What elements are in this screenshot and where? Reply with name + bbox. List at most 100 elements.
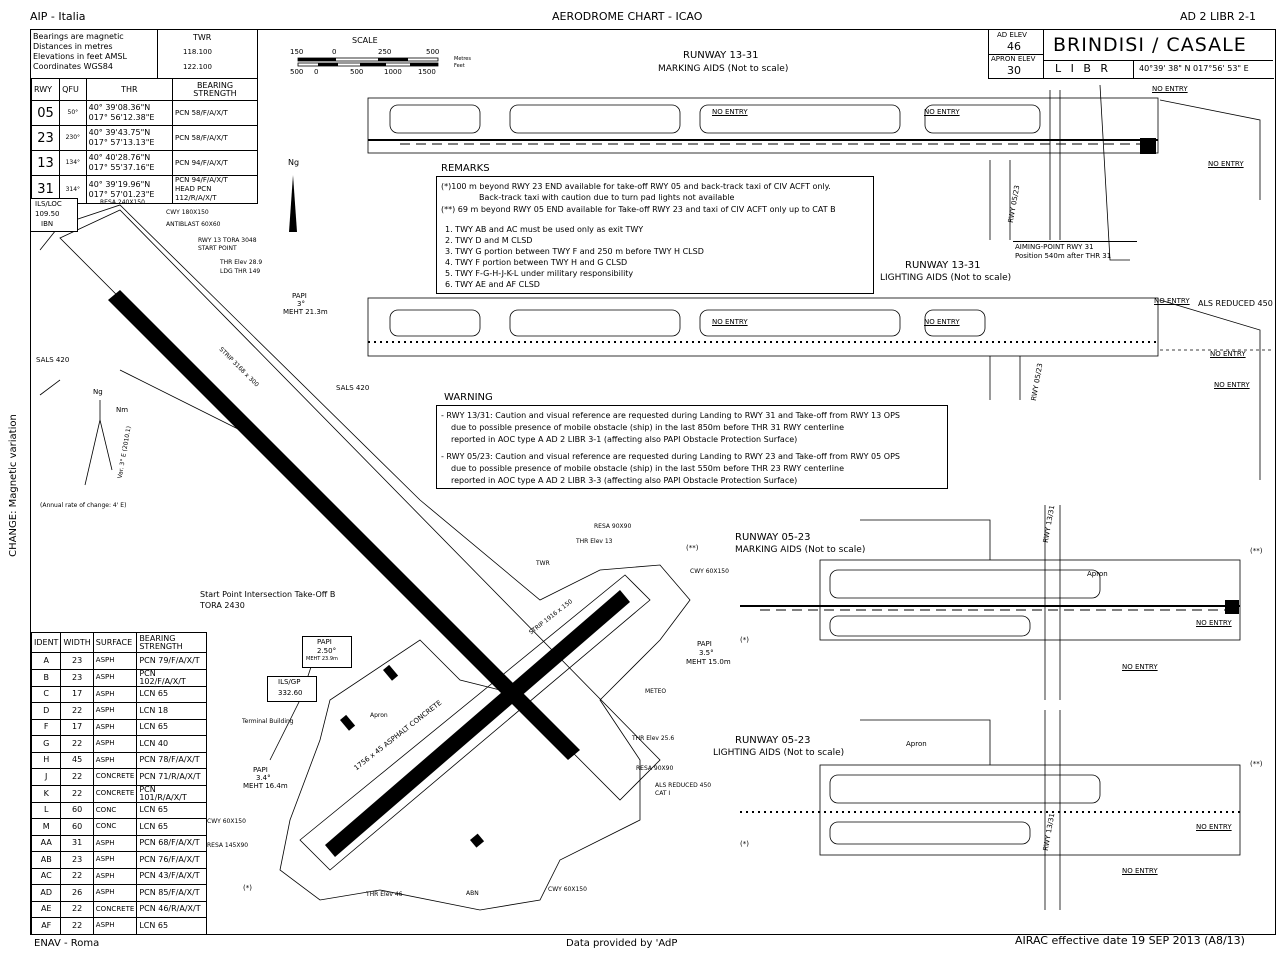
taxiway-cell: 23 (60, 668, 94, 687)
rwy-strength: PCN 58/F/A/X/T (175, 108, 228, 117)
start-point-b-label: Start Point Intersection Take-Off B (200, 590, 336, 599)
taxiway-cell: 22 (60, 917, 94, 935)
papi-meht: MEHT 16.4m (243, 782, 288, 790)
warning-box: - RWY 13/31: Caution and visual referenc… (436, 405, 948, 489)
papi-meht: MEHT 15.0m (686, 658, 731, 666)
taxiway-cell: 60 (60, 818, 94, 836)
scale-tick: 1500 (418, 68, 436, 76)
taxiway-cell: K (30, 784, 62, 803)
rwy-thr-lat: 40° 40'28.76"N (88, 153, 151, 162)
cwy-180-label: CWY 180X150 (166, 209, 209, 216)
thr-elev-label: THR Elev 28.9 (220, 259, 263, 266)
aerodrome-name: BRINDISI / CASALE (1053, 34, 1247, 56)
taxiway-cell: PCN 102/F/A/X/T (136, 668, 207, 687)
papi-angle: 3.4° (256, 774, 271, 782)
rwy-strength: PCN 94/F/A/X/T (175, 158, 228, 167)
papi-angle: 3° (297, 300, 305, 308)
remark-line: 3. TWY G portion between TWY F and 250 m… (445, 247, 704, 256)
ils-loc-freq: 109.50 (35, 210, 60, 218)
cwy-60-label: CWY 60X150 (207, 818, 246, 825)
taxiway-cell: LCN 65 (136, 917, 207, 935)
remarks-box: (*)100 m beyond RWY 23 END available for… (436, 176, 874, 294)
ad-elev-label: AD ELEV (997, 31, 1027, 39)
no-entry-label: NO ENTRY (1214, 381, 1250, 389)
twr-label: TWR (536, 560, 550, 567)
warning-line: due to possible presence of mobile obsta… (451, 464, 844, 473)
abn-label: ABN (466, 890, 479, 897)
header-left: AIP - Italia (30, 10, 86, 23)
taxiway-cell: 22 (60, 784, 94, 803)
twr-freq: 118.100 (183, 48, 212, 56)
taxiway-cell: AF (30, 917, 62, 935)
ils-loc-box: ILS/LOC 109.50 IBN (31, 198, 78, 232)
scale-graphic (297, 57, 439, 67)
rwy-designator: 31 (30, 175, 61, 204)
no-entry-label: NO ENTRY (1122, 867, 1158, 875)
header-right: AD 2 LIBR 2-1 (1180, 10, 1257, 23)
rwy-thr-lat: 40° 39'43.75"N (88, 128, 151, 137)
papi-05-box: PAPI 2.50° MEHT 23.9m (302, 636, 352, 668)
scale-tick: 250 (378, 48, 392, 56)
warning-line: reported in AOC type A AD 2 LIBR 3-1 (af… (451, 435, 798, 444)
remark-line: 6. TWY AE and AF CLSD (445, 280, 540, 289)
ldg-thr-label: LDG THR 149 (220, 268, 261, 275)
no-entry-label: NO ENTRY (712, 108, 748, 116)
no-entry-label: NO ENTRY (924, 318, 960, 326)
no-entry-label: NO ENTRY (1154, 297, 1190, 305)
rwy-thr-lon: 017° 56'12.38"E (88, 113, 155, 122)
remark-line: 2. TWY D and M CLSD (445, 236, 533, 245)
note-marker: (**) (1250, 760, 1263, 768)
papi-meht: MEHT 21.3m (283, 308, 328, 316)
als-cat-label: CAT I (655, 790, 671, 797)
no-entry-label: NO ENTRY (1122, 663, 1158, 671)
ils-loc-label: ILS/LOC (35, 200, 62, 208)
ils-gp-freq: 332.60 (278, 689, 303, 697)
meteo-label: METEO (645, 688, 667, 695)
terminal-building-label: Terminal Building (242, 718, 294, 725)
aiming-point-pos: Position 540m after THR 31 (1015, 252, 1112, 260)
remark-line: 1. TWY AB and AC must be used only as ex… (445, 225, 644, 234)
scale-bar: SCALE 150 0 250 500 Metres Feet 500 0 50… (290, 36, 490, 80)
remark-line: 5. TWY F-G-H-J-K-L under military respon… (445, 269, 634, 278)
scale-tick: 500 (350, 68, 364, 76)
scale-tick: 500 (426, 48, 440, 56)
chart-frame (30, 29, 1276, 935)
rwy-thr-lat: 40° 39'19.96"N (88, 179, 151, 189)
magnetic-north-label: Nm (116, 406, 129, 414)
rwy-designator: 23 (30, 125, 61, 151)
als-reduced-label: ALS REDUCED 450 (655, 782, 712, 789)
resa-90-label: RESA 90X90 (636, 765, 674, 772)
rwy-thr-lon: 017° 55'37.16"E (88, 163, 155, 172)
sals-label: SALS 420 (336, 384, 370, 392)
antiblast-label: ANTIBLAST 60X60 (166, 221, 221, 228)
warning-line: due to possible presence of mobile obsta… (451, 423, 844, 432)
ils-gp-label: ILS/GP (278, 678, 301, 686)
col-header: WIDTH (60, 632, 94, 653)
inset-0523-marking-sub: MARKING AIDS (Not to scale) (735, 545, 866, 555)
remarks-title: REMARKS (441, 163, 490, 174)
no-entry-label: NO ENTRY (1152, 85, 1188, 93)
rwy-strength: HEAD PCN 112/R/A/X/T (175, 185, 217, 202)
inset-0523-lighting-sub: LIGHTING AIDS (Not to scale) (713, 748, 845, 758)
inset-1331-marking-sub: MARKING AIDS (Not to scale) (658, 64, 789, 74)
rwy-strength: PCN 94/F/A/X/T (175, 176, 228, 184)
inset-apron-label: Apron (906, 740, 927, 748)
resa-240-label: RESA 240X150 (100, 199, 145, 206)
footer-left: ENAV - Roma (34, 938, 100, 949)
mag-var-rate: (Annual rate of change: 4' E) (40, 502, 127, 509)
inset-apron-label: Apron (1087, 570, 1108, 578)
papi-meht: MEHT 23.9m (306, 656, 338, 662)
scale-tick: 150 (290, 48, 304, 56)
footer-center: Data provided by 'AdP (566, 938, 678, 949)
taxiway-cell: H (30, 751, 62, 769)
thr-elev-label: THR Elev 25.6 (632, 735, 675, 742)
